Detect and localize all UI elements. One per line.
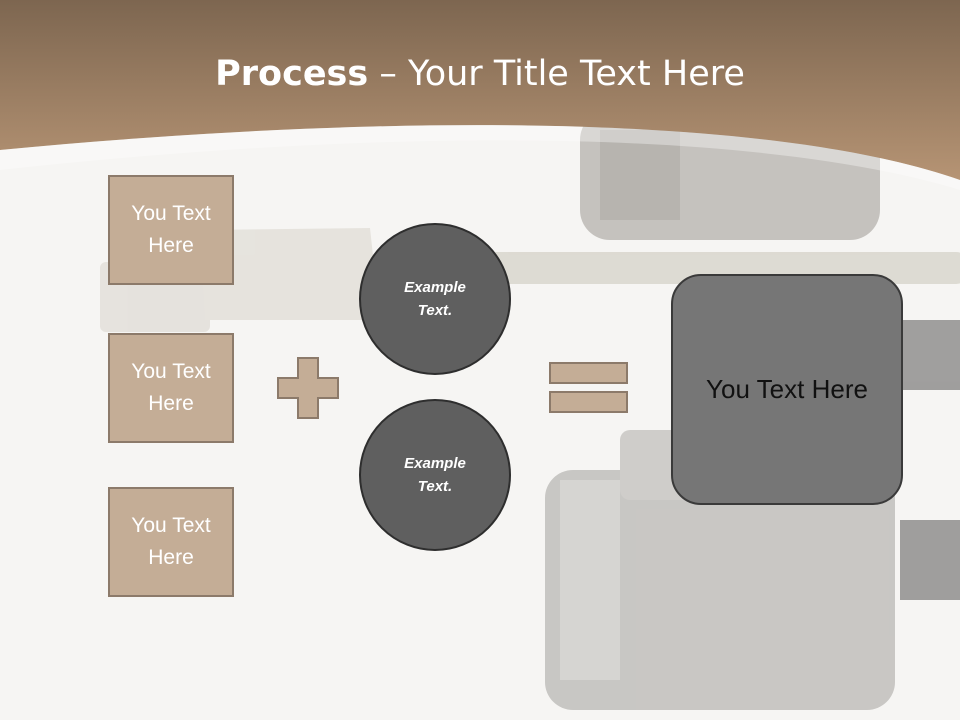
input-box-2[interactable]: You Text Here — [108, 333, 234, 443]
title-dash: – — [368, 54, 408, 94]
title-bold: Process — [215, 54, 369, 94]
example-circle-1-text: Example Text. — [404, 279, 466, 319]
input-box-1-text: You Text Here — [131, 202, 211, 257]
equals-icon — [549, 362, 628, 413]
title-rest: Your Title Text Here — [407, 54, 745, 94]
example-circle-1[interactable]: Example Text. — [359, 223, 511, 375]
input-box-2-text: You Text Here — [131, 360, 211, 415]
example-circle-2-text: Example Text. — [404, 455, 466, 495]
input-box-3-text: You Text Here — [131, 514, 211, 569]
page-title: Process – Your Title Text Here — [0, 52, 960, 96]
plus-icon — [277, 357, 339, 419]
result-box[interactable]: You Text Here — [671, 274, 903, 505]
result-box-text: You Text Here — [706, 374, 868, 404]
input-box-1[interactable]: You Text Here — [108, 175, 234, 285]
input-box-3[interactable]: You Text Here — [108, 487, 234, 597]
example-circle-2[interactable]: Example Text. — [359, 399, 511, 551]
